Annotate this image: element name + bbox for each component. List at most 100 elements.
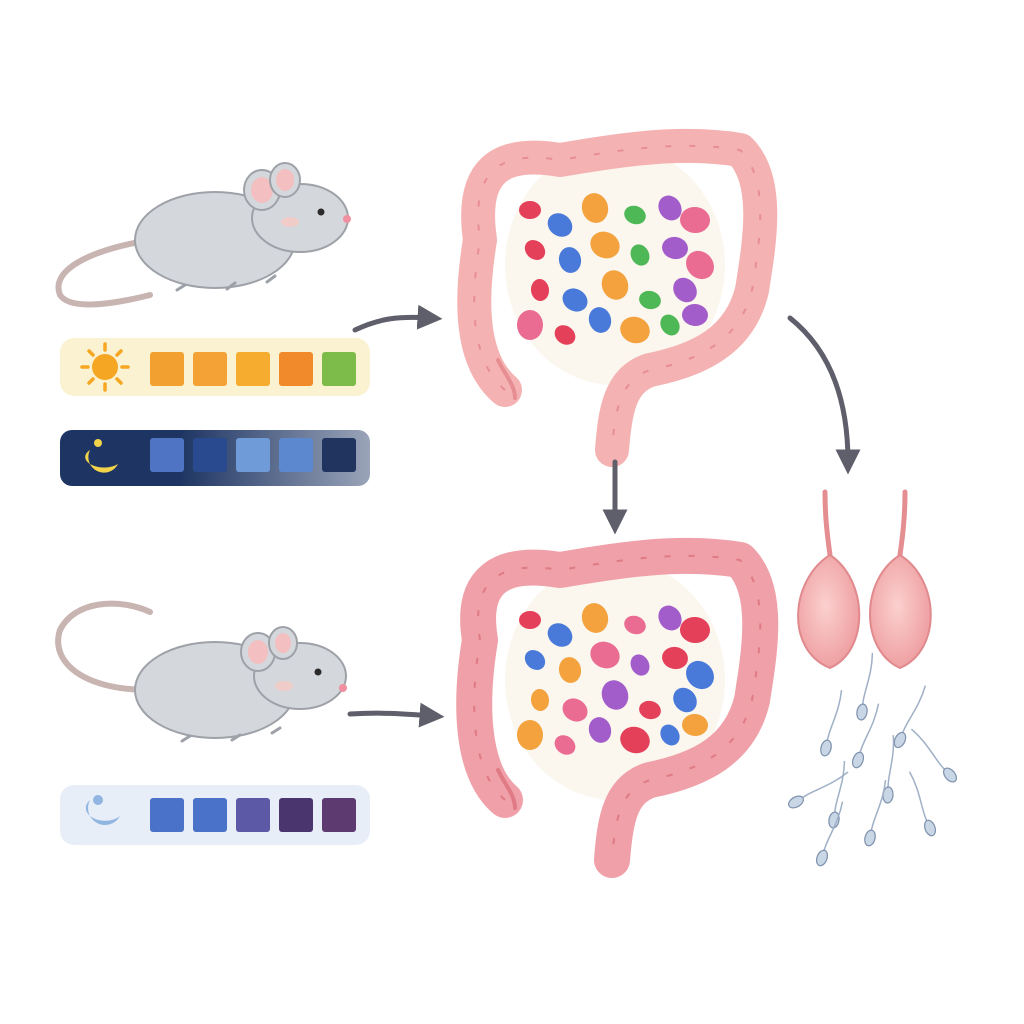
intestine-top-colon: [457, 128, 778, 467]
top-microbe-1: [519, 201, 541, 219]
mouse-bottom-cheek: [275, 681, 293, 691]
bottom-microbe-12: [686, 660, 714, 690]
light-swatch-4: [279, 352, 313, 386]
testis-left-cord: [822, 489, 833, 558]
top-microbe-13: [530, 279, 550, 301]
dark-bottom-swatch-4: [279, 798, 313, 832]
bottom-microbe-13: [530, 689, 550, 711]
sperm-10: [910, 728, 958, 783]
top-microbe-6: [680, 206, 710, 234]
top-microbe-7: [524, 240, 546, 260]
top-microbe-2: [547, 213, 573, 237]
sperm-8: [788, 771, 849, 809]
bottom-microbe-16: [639, 700, 661, 720]
dark-bottom-swatch-5: [322, 798, 356, 832]
dark-swatch-5: [322, 438, 356, 472]
mouse-top-ear-front-inner: [276, 169, 294, 191]
bottom-microbe-3: [581, 603, 609, 633]
light-exposure-bar: [60, 338, 370, 396]
intestine-bottom-appendix: [496, 768, 517, 810]
top-microbe-14: [562, 288, 588, 312]
mouse-bottom-nose: [339, 684, 347, 692]
mouse-top-feet: [175, 274, 277, 292]
arrow-intestine-to-testes: [787, 315, 861, 475]
bottom-microbe-11: [662, 646, 688, 670]
top-microbe-3: [581, 193, 609, 223]
top-microbe-9: [590, 231, 620, 259]
arrows: [347, 304, 861, 728]
sperm-2: [820, 689, 843, 757]
bottom-microbe-22: [660, 724, 680, 746]
bottom-microbe-10: [630, 654, 650, 676]
intestine-bottom-colon: [456, 537, 779, 878]
bottom-microbe-20: [588, 717, 612, 743]
top-microbe-23: [682, 303, 708, 327]
bottom-microbe-17: [673, 687, 697, 713]
mouse-top-cheek: [281, 217, 299, 227]
top-microbe-18: [516, 310, 544, 340]
sperm-4: [893, 685, 927, 749]
dark-exposure-bar: [60, 430, 370, 486]
intestine-top: [457, 128, 778, 467]
top-microbe-12: [686, 250, 714, 280]
top-microbe-16: [639, 290, 661, 310]
bottom-microbe-1: [519, 611, 541, 629]
top-microbe-15: [601, 270, 629, 300]
microbe-cluster-top: [516, 193, 714, 345]
sperm-1: [851, 703, 880, 769]
bottom-microbe-21: [620, 726, 650, 754]
light-swatch-2: [193, 352, 227, 386]
intestine-bottom: [456, 537, 779, 878]
mouse-bottom-tail: [55, 600, 153, 693]
top-microbe-19: [554, 325, 576, 345]
bottom-microbe-8: [558, 657, 582, 683]
dark-bottom-swatch-2: [193, 798, 227, 832]
bottom-microbe-4: [624, 615, 646, 635]
top-microbe-8: [558, 247, 582, 273]
bottom-microbe-14: [562, 698, 588, 722]
mouse-bottom-head: [253, 642, 347, 710]
mouse-bottom-feet: [180, 726, 282, 743]
sperm-9: [908, 771, 937, 837]
dark-swatch-4: [279, 438, 313, 472]
bottom-microbe-7: [524, 650, 546, 670]
intestine-top-appendix: [496, 358, 517, 400]
dark-swatch-row: [150, 438, 356, 472]
arrow-bars-to-intestine-top: [352, 304, 443, 333]
bottom-microbe-6: [680, 616, 710, 644]
dark-swatch-1: [150, 438, 184, 472]
testis-right: [869, 553, 932, 670]
bottom-microbe-2: [547, 623, 573, 647]
dark-bottom-swatch-1: [150, 798, 184, 832]
top-microbe-10: [630, 244, 650, 266]
top-microbe-17: [673, 277, 697, 303]
arrow-mouse-bottom-to-intestine: [347, 702, 445, 728]
light-swatch-1: [150, 352, 184, 386]
top-microbe-5: [658, 195, 682, 221]
sun-icon: [80, 342, 130, 392]
sperm-11: [815, 801, 844, 867]
mouse-top-eye: [317, 208, 325, 216]
moon-icon: [85, 439, 118, 473]
bottom-microbe-5: [658, 605, 682, 631]
mouse-bottom-ear-back-inner: [248, 640, 268, 664]
sperm-cluster: [788, 652, 958, 867]
microbe-cluster-bottom: [516, 603, 714, 755]
testes: [797, 489, 932, 670]
light-swatch-5: [322, 352, 356, 386]
sperm-5: [882, 735, 895, 804]
testis-left: [797, 553, 861, 670]
light-swatch-row: [150, 352, 356, 386]
mouse-bottom-eye: [314, 668, 322, 676]
top-microbe-21: [620, 316, 650, 344]
bottom-microbe-19: [554, 735, 576, 755]
dark-exposure-bar-bottom: [60, 785, 370, 845]
bottom-microbe-15: [601, 680, 629, 710]
mouse-top-ear-back-inner: [251, 177, 273, 203]
top-microbe-22: [660, 314, 680, 336]
dark-bottom-swatch-row: [150, 798, 356, 832]
moon-icon: [85, 795, 120, 825]
dark-bottom-swatch-3: [236, 798, 270, 832]
